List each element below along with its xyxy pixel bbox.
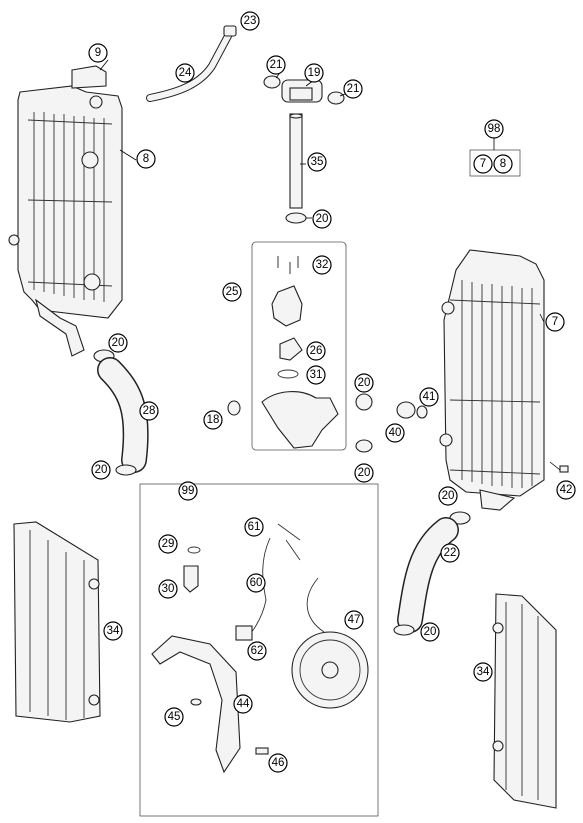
svg-text:30: 30 [162, 583, 175, 595]
callout-98: 98 [484, 119, 504, 139]
svg-text:61: 61 [248, 521, 261, 533]
callout-41: 41 [419, 387, 439, 407]
callout-21-left: 21 [266, 55, 286, 75]
svg-text:47: 47 [348, 614, 361, 626]
svg-text:22: 22 [444, 547, 457, 559]
svg-text:31: 31 [310, 369, 323, 381]
callout-28: 28 [139, 401, 159, 421]
svg-text:44: 44 [237, 698, 250, 710]
callout-22: 22 [440, 543, 460, 563]
svg-text:42: 42 [560, 484, 573, 496]
svg-text:18: 18 [207, 414, 220, 426]
callout-34-left: 34 [103, 621, 123, 641]
svg-text:35: 35 [311, 156, 324, 168]
callout-98-8: 8 [493, 154, 513, 174]
callout-99: 99 [178, 481, 198, 501]
callout-35: 35 [307, 152, 327, 172]
svg-text:20: 20 [95, 464, 108, 476]
svg-text:26: 26 [310, 345, 323, 357]
svg-text:40: 40 [389, 427, 402, 439]
callout-20-a: 20 [312, 209, 332, 229]
svg-text:25: 25 [226, 286, 239, 298]
svg-text:34: 34 [477, 666, 490, 678]
svg-text:34: 34 [107, 625, 120, 637]
left-radiator-guard [13, 521, 101, 723]
svg-text:24: 24 [179, 67, 192, 79]
callout-19: 19 [304, 63, 324, 83]
callout-60: 60 [246, 573, 266, 593]
svg-text:8: 8 [500, 158, 506, 170]
svg-text:20: 20 [358, 377, 371, 389]
callout-20-g: 20 [420, 622, 440, 642]
callout-7: 7 [545, 312, 565, 332]
callout-42: 42 [556, 480, 576, 500]
svg-text:20: 20 [358, 467, 371, 479]
callout-61: 61 [244, 517, 264, 537]
callout-23: 23 [240, 11, 260, 31]
svg-text:7: 7 [552, 316, 558, 328]
breather-hose [146, 25, 237, 102]
svg-text:29: 29 [162, 538, 175, 550]
callout-98-7: 7 [473, 154, 493, 174]
lower-left-hose [93, 349, 149, 476]
fan-kit-group [139, 483, 379, 817]
svg-text:98: 98 [488, 123, 501, 135]
lower-right-hose [393, 511, 471, 636]
svg-text:19: 19 [308, 67, 321, 79]
callout-47: 47 [344, 610, 364, 630]
svg-text:23: 23 [244, 15, 257, 27]
svg-text:46: 46 [272, 757, 285, 769]
svg-text:99: 99 [182, 485, 195, 497]
svg-text:20: 20 [316, 213, 329, 225]
svg-text:62: 62 [251, 645, 264, 657]
svg-text:60: 60 [250, 577, 263, 589]
callout-44: 44 [233, 694, 253, 714]
callout-30: 30 [158, 579, 178, 599]
svg-text:20: 20 [424, 626, 437, 638]
callout-31: 31 [306, 365, 326, 385]
svg-text:20: 20 [112, 337, 125, 349]
callout-9: 9 [88, 43, 108, 63]
callout-18: 18 [203, 410, 223, 430]
mid-clamps [227, 393, 373, 453]
svg-text:28: 28 [143, 405, 156, 417]
svg-text:21: 21 [270, 59, 283, 71]
svg-text:8: 8 [143, 153, 149, 165]
callout-20-d: 20 [91, 460, 111, 480]
callout-25: 25 [222, 282, 242, 302]
callout-21-right: 21 [343, 79, 363, 99]
svg-text:32: 32 [316, 259, 329, 271]
svg-text:45: 45 [168, 711, 181, 723]
callout-46: 46 [268, 753, 288, 773]
callout-8: 8 [136, 149, 156, 169]
callout-45: 45 [164, 707, 184, 727]
t-piece-assembly [263, 75, 345, 224]
callout-62: 62 [247, 641, 267, 661]
callout-26: 26 [306, 341, 326, 361]
thermostat-group [251, 241, 347, 451]
callout-20-b: 20 [108, 333, 128, 353]
right-radiator-guard [492, 593, 557, 809]
right-radiator [396, 249, 569, 511]
svg-text:41: 41 [423, 391, 436, 403]
callout-34-right: 34 [473, 662, 493, 682]
callout-20-f: 20 [438, 486, 458, 506]
callout-29: 29 [158, 534, 178, 554]
svg-text:21: 21 [347, 83, 360, 95]
svg-text:7: 7 [480, 158, 486, 170]
callout-32: 32 [312, 255, 332, 275]
left-radiator [8, 65, 123, 357]
callout-20-c: 20 [354, 373, 374, 393]
svg-text:20: 20 [442, 490, 455, 502]
callout-20-e: 20 [354, 463, 374, 483]
svg-text:9: 9 [95, 47, 101, 59]
callout-24: 24 [175, 63, 195, 83]
callout-40: 40 [385, 423, 405, 443]
callout-labels: 23 9 24 21 19 21 8 35 20 98 7 8 32 25 7 … [88, 11, 576, 773]
